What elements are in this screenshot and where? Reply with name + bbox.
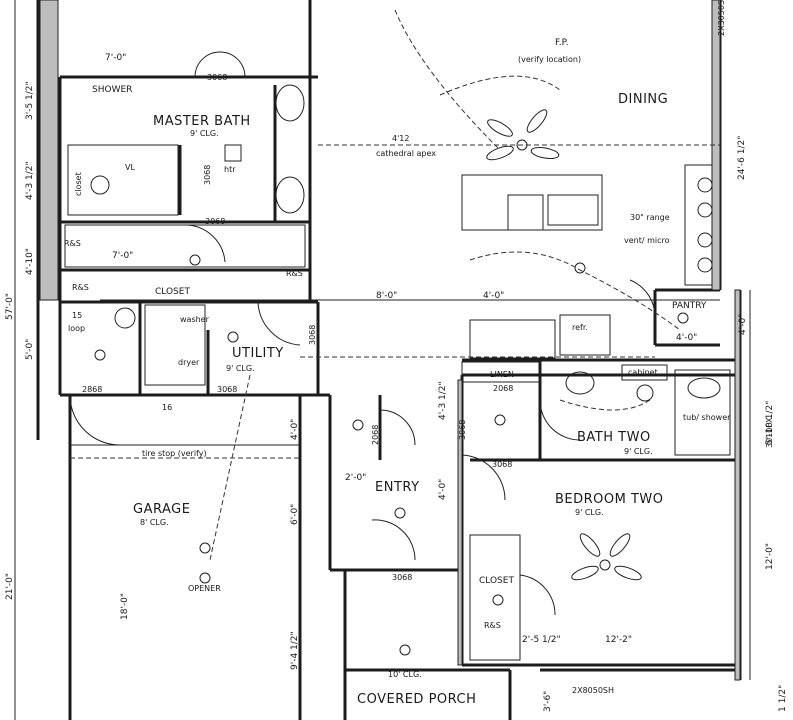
dim-18-0: 18'-0": [120, 593, 130, 620]
room-closet-bottom: CLOSET: [479, 576, 514, 586]
dim-6-0: 6'-0": [290, 504, 300, 525]
dryer-label: dryer: [178, 358, 200, 367]
dim-4-0-c: 4'-0": [290, 419, 300, 440]
room-covered-porch: COVERED PORCH: [357, 692, 476, 707]
room-dining: DINING: [618, 92, 668, 107]
dim-3068-util: 3068: [217, 385, 237, 394]
room-linen: LINEN: [490, 370, 514, 379]
dim-9-4-1-2: 9'-4 1/2": [290, 631, 300, 670]
dim-2-5-1-2: 2'-5 1/2": [522, 635, 561, 645]
dim-3068-top: 3068: [207, 73, 227, 82]
cabinet-label: cabinet: [628, 368, 658, 377]
heater-label: htr: [224, 165, 236, 174]
covered-porch-ceiling: 10' CLG.: [388, 670, 422, 679]
window-2x8050: 2X8050SH: [572, 686, 614, 695]
tub-shower-label: tub/ shower: [683, 413, 731, 422]
room-bedroom-two: BEDROOM TWO: [555, 492, 664, 507]
dim-12-0: 12'-0": [765, 543, 775, 570]
dim-12-2: 12'-2": [605, 635, 632, 645]
room-garage: GARAGE: [133, 502, 190, 517]
fireplace-note: (verify location): [518, 55, 581, 64]
door-swings: [69, 51, 656, 616]
dim-3068-mb: 3068: [205, 217, 225, 226]
dim-2868: 2868: [82, 385, 102, 394]
dashed-lines: [70, 9, 720, 561]
cathedral-apex-label: cathedral apex: [376, 149, 436, 158]
window-2x3050: 2X3050SH: [717, 0, 726, 36]
dim-4-0-b: 4'-0": [676, 333, 697, 343]
utility-ceiling: 9' CLG.: [226, 364, 255, 373]
fireplace-label: F.P.: [555, 38, 568, 48]
tire-stop-label: tire stop (verify): [142, 449, 207, 458]
vent-micro-label: vent/ micro: [624, 236, 670, 245]
outlet-15-label: 15: [72, 311, 82, 320]
rs-label-c: R&S: [72, 283, 89, 292]
dim-4-3-1-2: 4'-3 1/2": [438, 381, 448, 420]
dim-4-3-1-2-left: 4'-3 1/2": [25, 161, 35, 200]
master-bath-ceiling: 9' CLG.: [190, 129, 219, 138]
ceiling-fan-bedroom: [571, 533, 642, 581]
vl-label: VL: [125, 163, 135, 172]
dim-4-0-a: 4'-0": [483, 291, 504, 301]
dim-24-6-1-2: 24'-6 1/2": [737, 136, 747, 180]
dim-2068: 2068: [493, 384, 513, 393]
dim-2068b: 2068: [371, 425, 380, 445]
dim-3-5-1-2: 3'-5 1/2": [25, 81, 35, 120]
dim-57-0: 57'-0": [5, 293, 15, 320]
dim-3-6: 3'-6": [543, 691, 553, 712]
fixtures: [90, 84, 721, 402]
bedroom-two-ceiling: 9' CLG.: [575, 508, 604, 517]
range-label: 30" range: [630, 213, 670, 222]
rs-label-d: R&S: [484, 621, 501, 630]
dim-4-0-right: 4'-0": [738, 314, 748, 335]
bath-two-ceiling: 9' CLG.: [624, 447, 653, 456]
dim-4-12: 4'12: [392, 134, 409, 143]
refrigerator-label: refr.: [572, 323, 588, 332]
outlet-16-label: 16: [162, 403, 172, 412]
washer-label: washer: [180, 315, 210, 324]
dim-5-0: 5'-0": [25, 339, 35, 360]
dim-3068-ent: 3068: [492, 460, 512, 469]
rs-label-a: R&S: [64, 239, 81, 248]
dim-3068-bath: 3068: [458, 420, 467, 440]
room-bath-two: BATH TWO: [577, 430, 651, 445]
room-entry: ENTRY: [375, 480, 420, 495]
dim-7-0-mid: 7'-0": [112, 251, 133, 261]
room-utility: UTILITY: [232, 346, 284, 361]
rs-label-b: R&S: [286, 269, 303, 278]
dim-21-0: 21'-0": [5, 573, 15, 600]
dim-3068-v2: 3068: [308, 325, 317, 345]
room-master-bath: MASTER BATH: [153, 114, 251, 129]
dim-8-0: 8'-0": [376, 291, 397, 301]
window-3010fx: 3010FX: [765, 417, 774, 448]
dim-2-0: 2'-0": [345, 473, 366, 483]
loop-label: loop: [68, 324, 85, 333]
dim-1-1-2: 1 1/2": [778, 685, 788, 712]
garage-ceiling: 8' CLG.: [140, 518, 169, 527]
room-pantry: PANTRY: [672, 301, 707, 311]
light-fixtures: [94, 254, 689, 656]
dim-3068-clo: 3068: [392, 573, 412, 582]
ceiling-fan-dining: [486, 109, 560, 161]
dim-4-10: 4'-10": [25, 248, 35, 275]
dim-5-10-1-2: 5'-10 1/2": [765, 401, 775, 445]
wall-hatching: [39, 0, 741, 681]
closet-small-label: closet: [74, 172, 83, 196]
opener-label: OPENER: [188, 584, 221, 593]
dim-7-0-top: 7'-0": [105, 53, 126, 63]
room-closet-top: CLOSET: [155, 287, 190, 297]
room-shower: SHOWER: [92, 85, 132, 95]
dim-3068-vert: 3068: [203, 165, 212, 185]
dim-4-0-d: 4'-0": [438, 479, 448, 500]
